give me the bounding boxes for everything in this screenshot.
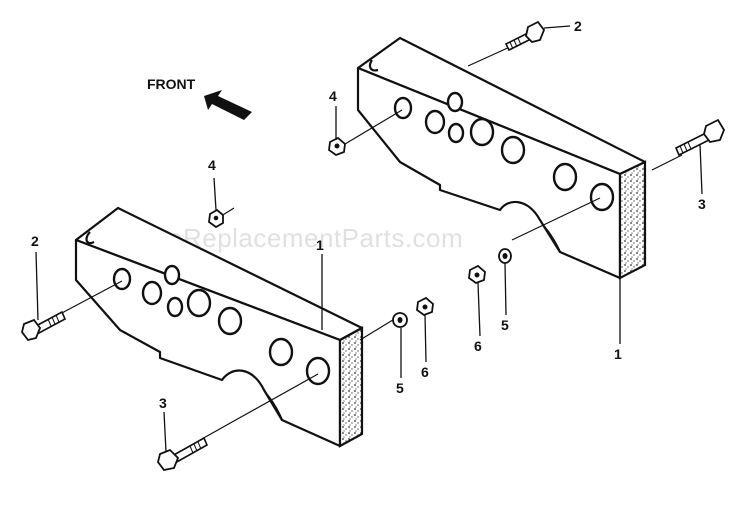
right-nut bbox=[468, 264, 486, 285]
upper-bolt bbox=[504, 20, 546, 52]
assembly-centerlines bbox=[59, 45, 683, 441]
lower-bolt bbox=[157, 436, 209, 471]
callout-3-right-bolt: 3 bbox=[698, 196, 706, 212]
left-weight-block bbox=[74, 206, 364, 448]
callout-6-left-nut: 6 bbox=[421, 364, 429, 380]
callout-6-right-nut: 6 bbox=[474, 338, 482, 354]
callout-4-upper-nut: 4 bbox=[329, 88, 337, 104]
left-bolt bbox=[21, 310, 67, 342]
leader-lines bbox=[35, 25, 703, 453]
callout-5-right-washer: 5 bbox=[501, 317, 509, 333]
callout-1-right-weight: 1 bbox=[614, 346, 622, 362]
left-washer bbox=[392, 312, 408, 328]
right-washer bbox=[498, 248, 512, 264]
upper-left-nut bbox=[328, 136, 346, 157]
callout-4-left-nut: 4 bbox=[208, 157, 216, 173]
front-arrow-icon bbox=[204, 90, 252, 120]
callout-2-upper-bolt: 2 bbox=[574, 18, 582, 34]
callout-3-left-bolt: 3 bbox=[159, 395, 167, 411]
right-bolt bbox=[674, 118, 726, 157]
left-block-top-nut bbox=[208, 208, 224, 229]
watermark: eReplacementParts.com bbox=[168, 223, 463, 253]
left-nut bbox=[416, 296, 434, 317]
callout-1-left-weight: 1 bbox=[316, 237, 324, 253]
callout-5-left-washer: 5 bbox=[396, 380, 404, 396]
callout-2-left-bolt: 2 bbox=[31, 233, 39, 249]
front-label: FRONT bbox=[147, 76, 196, 92]
right-weight-block bbox=[356, 36, 647, 280]
